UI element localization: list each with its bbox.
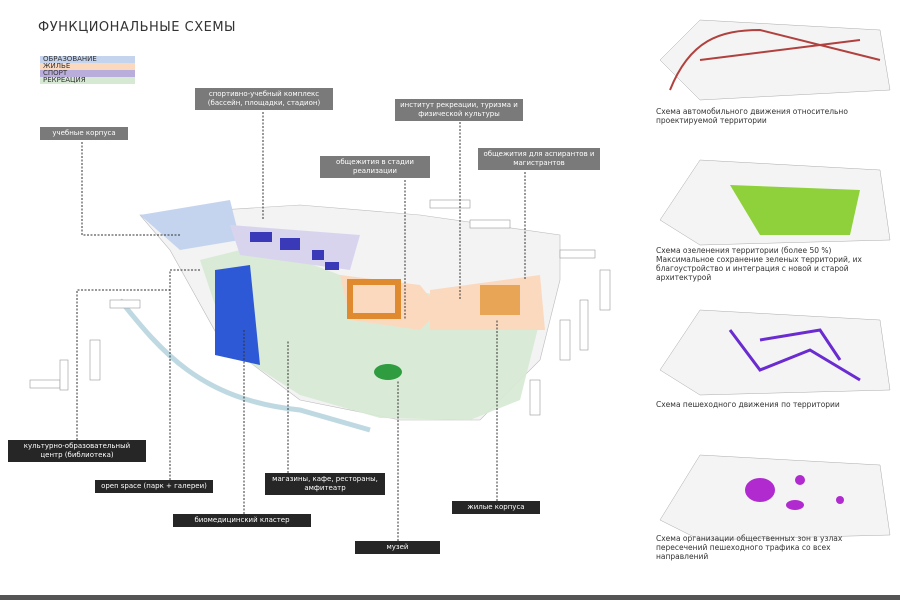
caption-public-zones: Схема организации общественных зон в узл… [656,534,843,561]
label-biomed: биомедицинский кластер [173,514,311,527]
legend-education: ОБРАЗОВАНИЕ [40,56,135,63]
label-museum: музей [355,541,440,554]
label-institute: институт рекреации, туризма и физической… [395,99,523,121]
scheme-green-thumb [659,159,891,246]
biomed-cluster [215,265,260,365]
recreation-zone [200,245,540,420]
label-open-space: open space (парк + галереи) [95,480,213,493]
label-study-buildings: учебные корпуса [40,127,128,140]
label-dorm-stage: общежития в стадии реализации [320,156,430,178]
museum [374,364,402,380]
page-title: ФУНКЦИОНАЛЬНЫЕ СХЕМЫ [38,20,237,35]
education-zone [140,200,240,250]
label-sport-complex: спортивно-учебный комплекс (бассейн, пло… [195,88,333,110]
caption-traffic: Схема автомобильного движения относитель… [656,107,848,125]
scheme-traffic-thumb [659,19,891,101]
scheme-pedestrian-thumb [659,309,891,396]
label-dorm-grad: общежития для аспирантов и магистрантов [478,148,600,170]
label-residential: жилые корпуса [452,501,540,514]
scheme-public-zones-thumb [659,454,891,541]
legend-housing: ЖИЛЬЕ [40,63,135,70]
label-culture-center: культурно-образовательный центр (библиот… [8,440,146,462]
bottom-bar [0,595,900,600]
main-map [29,199,611,433]
legend-sport: СПОРТ [40,70,135,77]
label-shops: магазины, кафе, рестораны, амфитеатр [265,473,385,495]
legend-recreation: РЕКРЕАЦИЯ [40,77,135,84]
caption-green: Схема озеленения территории (более 50 %)… [656,246,862,282]
caption-pedestrian: Схема пешеходного движения по территории [656,400,840,409]
